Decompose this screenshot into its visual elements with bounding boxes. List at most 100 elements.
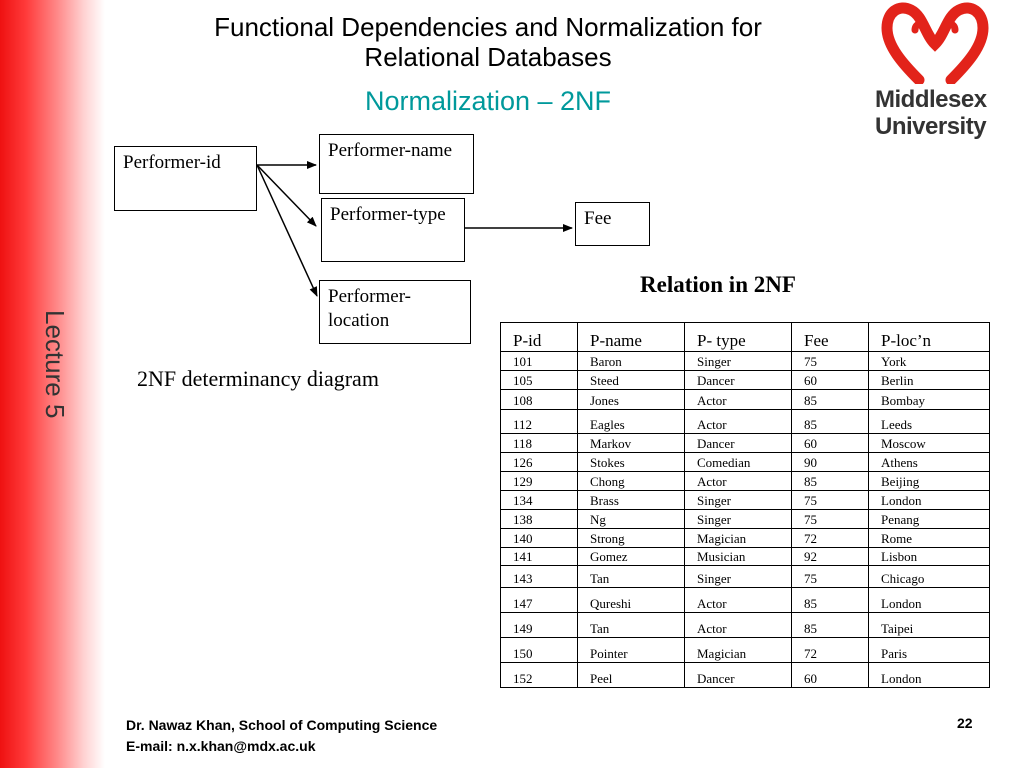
header-pid: P-id [500,322,578,352]
title-line-1: Functional Dependencies and Normalizatio… [214,12,762,42]
table-header-row: P-id P-name P- type Fee P-loc’n [500,322,990,352]
cell-ptype: Actor [684,409,792,434]
cell-fee: 85 [791,612,869,638]
university-logo: Middlesex University [865,0,1005,145]
cell-fee: 60 [791,662,869,688]
footer-email: E-mail: n.x.khan@mdx.ac.uk [126,738,316,754]
cell-fee: 72 [791,637,869,663]
cell-ploc: York [868,351,990,371]
cell-pname: Baron [577,351,685,371]
cell-pid: 141 [500,547,578,566]
cell-ploc: Taipei [868,612,990,638]
cell-pid: 152 [500,662,578,688]
cell-ploc: Leeds [868,409,990,434]
relation-title: Relation in 2NF [640,272,796,297]
cell-fee: 85 [791,389,869,410]
cell-pname: Gomez [577,547,685,566]
header-ptype: P- type [684,322,792,352]
cell-pname: Tan [577,612,685,638]
cell-pname: Eagles [577,409,685,434]
cell-pid: 105 [500,370,578,390]
cell-pid: 129 [500,471,578,491]
cell-pname: Steed [577,370,685,390]
cell-pid: 140 [500,528,578,548]
cell-pname: Tan [577,565,685,588]
cell-pname: Qureshi [577,587,685,613]
fee-box: Fee [575,202,650,246]
cell-ptype: Actor [684,612,792,638]
cell-fee: 75 [791,351,869,371]
cell-ptype: Dancer [684,370,792,390]
cell-ploc: London [868,587,990,613]
cell-ptype: Singer [684,351,792,371]
cell-pname: Markov [577,433,685,453]
header-fee: Fee [791,322,869,352]
cell-ploc: Lisbon [868,547,990,566]
sidebar-gradient [0,0,105,768]
logo-wordmark: Middlesex University [875,86,987,140]
cell-ptype: Singer [684,490,792,510]
performer-name-box: Performer-name [319,134,474,194]
cell-pid: 143 [500,565,578,588]
cell-pname: Ng [577,509,685,529]
cell-ptype: Dancer [684,433,792,453]
logo-line-2: University [875,113,987,140]
cell-ptype: Actor [684,389,792,410]
cell-ploc: Moscow [868,433,990,453]
cell-pname: Pointer [577,637,685,663]
cell-fee: 72 [791,528,869,548]
cell-pname: Stokes [577,452,685,472]
cell-ptype: Magician [684,637,792,663]
cell-ploc: Bombay [868,389,990,410]
cell-ploc: Paris [868,637,990,663]
cell-pid: 150 [500,637,578,663]
cell-pid: 134 [500,490,578,510]
cell-fee: 75 [791,509,869,529]
performer-name-label: Performer-name [328,140,453,161]
cell-pid: 126 [500,452,578,472]
cell-ptype: Actor [684,587,792,613]
cell-pname: Peel [577,662,685,688]
header-ploc: P-loc’n [868,322,990,352]
cell-ptype: Actor [684,471,792,491]
performer-location-label: Performer-location [328,286,411,331]
cell-pid: 108 [500,389,578,410]
cell-pname: Brass [577,490,685,510]
cell-fee: 75 [791,565,869,588]
cell-ptype: Dancer [684,662,792,688]
cell-fee: 75 [791,490,869,510]
header-pname: P-name [577,322,685,352]
diagram-caption: 2NF determinancy diagram [137,366,379,391]
cell-ploc: Athens [868,452,990,472]
arrow-id-to-type [256,164,317,227]
cell-fee: 85 [791,471,869,491]
cell-fee: 90 [791,452,869,472]
cell-pname: Jones [577,389,685,410]
cell-ploc: London [868,662,990,688]
page-number: 22 [957,715,973,731]
cell-ploc: Beijing [868,471,990,491]
cell-ploc: Chicago [868,565,990,588]
title-line-2: Relational Databases [364,42,612,72]
cell-ptype: Singer [684,565,792,588]
cell-pname: Strong [577,528,685,548]
cell-ptype: Singer [684,509,792,529]
footer: Dr. Nawaz Khan, School of Computing Scie… [126,715,437,757]
cell-fee: 85 [791,409,869,434]
cell-ptype: Musician [684,547,792,566]
cell-ploc: Berlin [868,370,990,390]
cell-pid: 112 [500,409,578,434]
footer-author: Dr. Nawaz Khan, School of Computing Scie… [126,717,438,733]
